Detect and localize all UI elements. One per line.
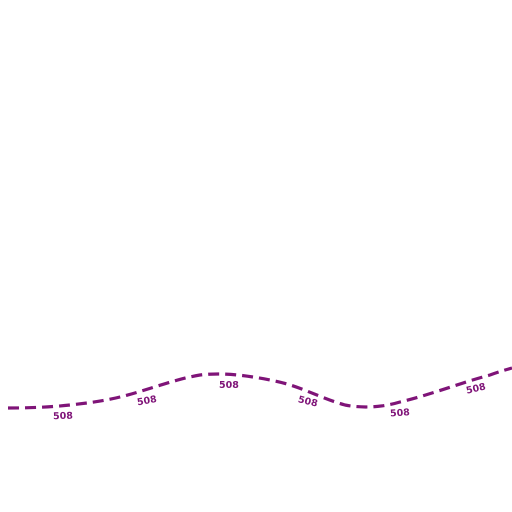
route-508-line[interactable] [7,366,512,410]
route-labels: 508 508 508 508 508 508 [53,380,487,422]
route-label: 508 [136,394,158,408]
route-label: 508 [219,380,239,391]
route-label: 508 [390,407,411,419]
route-label: 508 [53,411,74,423]
route-label: 508 [297,394,319,410]
route-label: 508 [465,381,487,396]
